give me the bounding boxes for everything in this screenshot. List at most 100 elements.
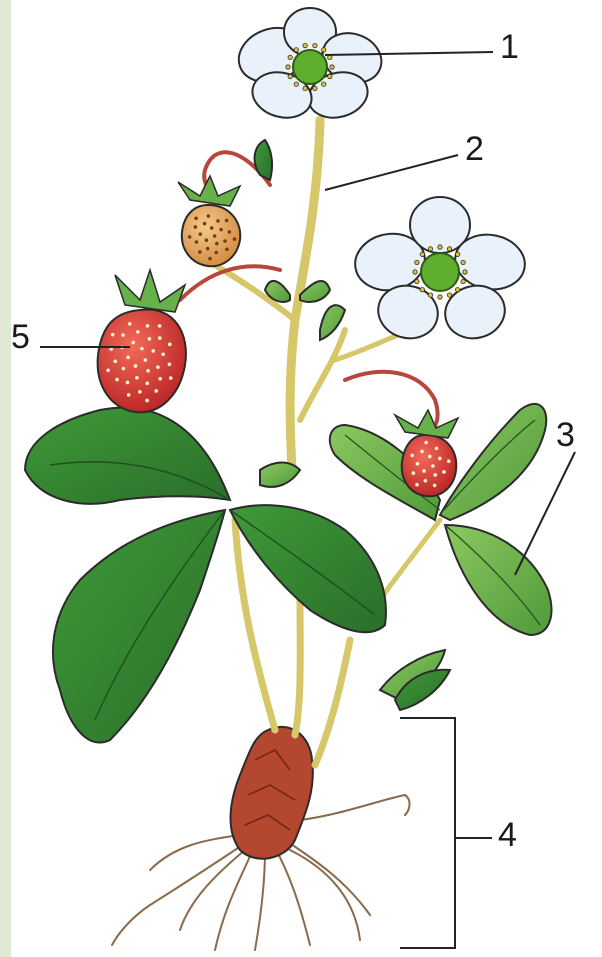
berry-seed — [156, 365, 160, 369]
berry-seed — [208, 257, 212, 261]
berry-seed — [127, 393, 131, 397]
berry-seed — [188, 235, 192, 239]
berry-seed — [447, 459, 451, 463]
berry-seed — [126, 381, 130, 385]
stamen — [415, 260, 419, 264]
berry-seed — [140, 347, 144, 351]
label-stem: 2 — [465, 132, 484, 166]
berry-seed — [428, 455, 432, 459]
stamen — [413, 270, 417, 274]
stamen — [288, 74, 292, 78]
berry-seed — [433, 484, 437, 488]
leader-line-2 — [325, 155, 458, 190]
rhizome — [231, 727, 313, 859]
berry-seed — [215, 242, 219, 246]
berry-seed — [126, 356, 130, 360]
berry-seed — [194, 225, 198, 229]
berry-seed — [210, 226, 214, 230]
berry-seed — [135, 376, 139, 380]
berry-seed — [225, 248, 229, 252]
berry-seed — [198, 250, 202, 254]
berry-seed — [416, 462, 420, 466]
stamen — [463, 270, 467, 274]
berry-seed — [158, 324, 162, 328]
berry-seed — [148, 337, 152, 341]
stamen — [438, 295, 442, 299]
berry-seed — [154, 389, 158, 393]
berry-seed — [424, 441, 428, 445]
berry-seed — [168, 363, 172, 367]
berry-seed — [435, 447, 439, 451]
label-berry: 5 — [11, 320, 30, 354]
root — [275, 848, 310, 945]
berry-seed — [161, 352, 165, 356]
stamen — [303, 86, 307, 90]
stamen — [303, 43, 307, 47]
berry-seed — [151, 349, 155, 353]
root — [150, 835, 240, 870]
stamen — [415, 279, 419, 283]
berry-seed — [207, 214, 211, 218]
berry-seed — [422, 469, 426, 473]
berry-seed — [223, 239, 227, 243]
stamen — [294, 48, 298, 52]
stamen — [288, 55, 292, 59]
berry-seed — [146, 324, 150, 328]
berry-seed — [122, 367, 126, 371]
berry-seed — [410, 454, 414, 458]
berry-seed — [420, 450, 424, 454]
stamen — [420, 287, 424, 291]
leaf-left — [25, 408, 386, 743]
stamen — [455, 252, 459, 256]
berry-unripe — [178, 176, 240, 266]
berry-seed — [442, 470, 446, 474]
stamen — [286, 65, 290, 69]
stamen — [313, 43, 317, 47]
berry-seed — [145, 399, 149, 403]
berry-seed — [158, 377, 162, 381]
stamen — [461, 260, 465, 264]
root — [215, 845, 255, 950]
bracket-4 — [400, 718, 492, 948]
berry-seed — [431, 464, 435, 468]
stamen — [438, 245, 442, 249]
stamen — [428, 247, 432, 251]
berry-seed — [111, 333, 115, 337]
root — [290, 850, 360, 940]
stamen — [322, 82, 326, 86]
petiole — [315, 640, 350, 765]
berry-seed — [213, 234, 217, 238]
root — [255, 850, 265, 950]
stamen — [461, 279, 465, 283]
berry-seed — [115, 378, 119, 382]
berry-seed — [144, 358, 148, 362]
label-root-system: 4 — [498, 818, 517, 852]
berry-seed — [206, 247, 210, 251]
berry-seed — [169, 376, 173, 380]
berry-seed — [138, 390, 142, 394]
berry-seed — [146, 369, 150, 373]
berry-seed — [214, 251, 218, 255]
berry-seed — [136, 330, 140, 334]
berry-seed — [233, 237, 237, 241]
berry-seed — [203, 222, 207, 226]
berry-seed — [158, 336, 162, 340]
berry-seed — [219, 228, 223, 232]
stamen — [447, 247, 451, 251]
berry-seed — [168, 343, 172, 347]
berry-seed — [225, 219, 229, 223]
berry-seed — [128, 322, 132, 326]
berry-ripe-large — [98, 270, 186, 412]
root — [300, 795, 410, 820]
label-flower: 1 — [500, 30, 519, 64]
stamen — [330, 65, 334, 69]
flower-top — [231, 8, 388, 124]
stamen — [313, 86, 317, 90]
berry-seed — [113, 360, 117, 364]
stem-branch — [300, 330, 345, 420]
stamen — [428, 293, 432, 297]
berry-seed — [433, 473, 437, 477]
berry-seed — [228, 230, 232, 234]
stamen — [420, 252, 424, 256]
